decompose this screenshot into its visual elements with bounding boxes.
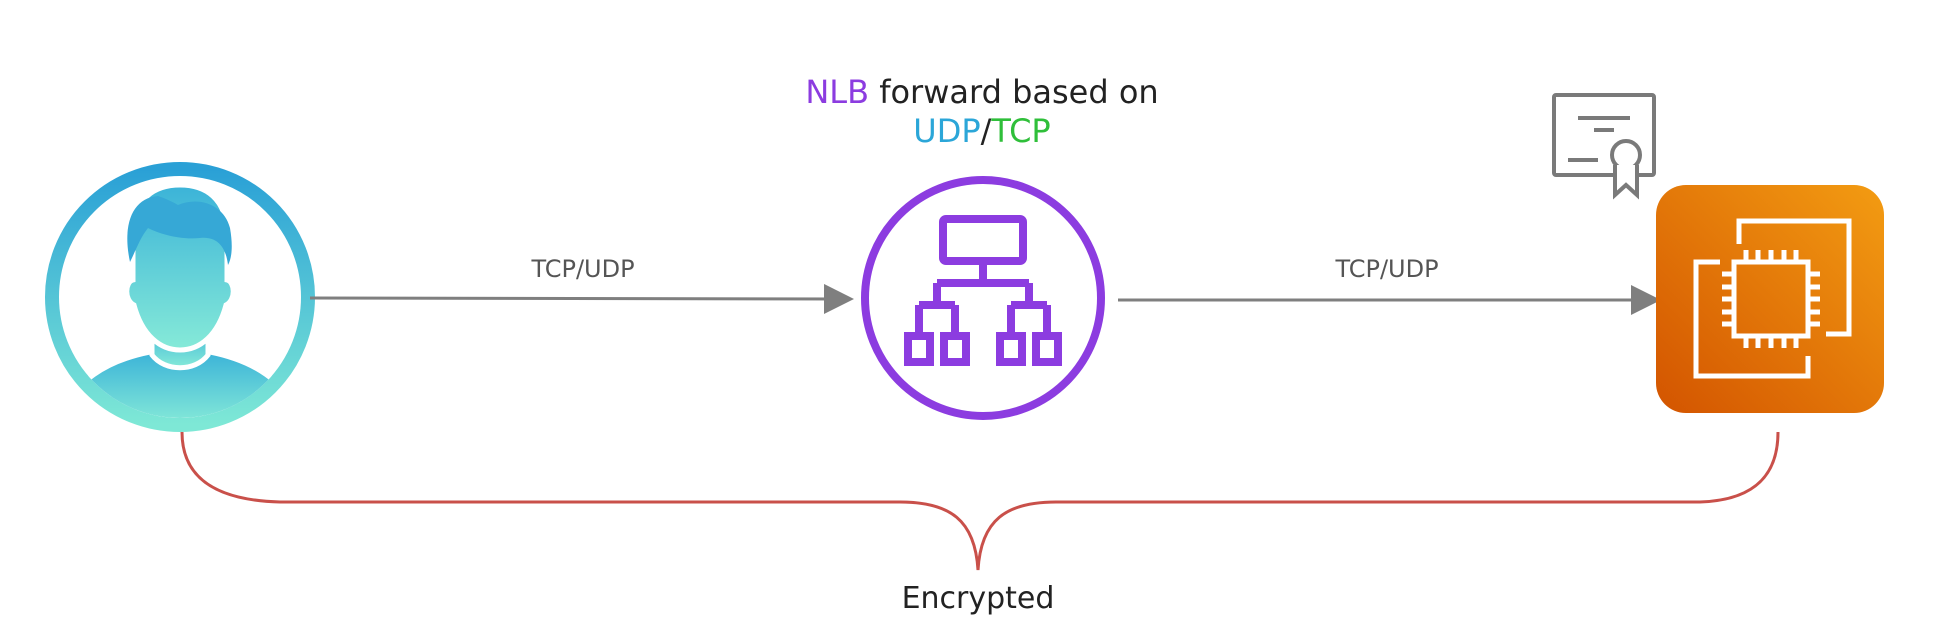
left-edge-label: TCP/UDP bbox=[530, 255, 634, 283]
client-to-nlb-arrow bbox=[309, 283, 854, 314]
certificate-icon bbox=[1552, 93, 1656, 200]
diagram-title-line2: UDP/TCP bbox=[913, 112, 1050, 150]
encrypted-brace bbox=[180, 431, 1780, 571]
network-load-balancer-icon bbox=[861, 176, 1105, 420]
title-nlb: NLB bbox=[805, 73, 869, 111]
ec2-instance-icon bbox=[1656, 185, 1884, 413]
diagram-title-line1: NLB forward based on bbox=[805, 73, 1158, 111]
title-tcp: TCP bbox=[990, 112, 1050, 150]
title-rest: forward based on bbox=[869, 73, 1159, 111]
title-slash: / bbox=[981, 112, 992, 150]
title-udp: UDP bbox=[913, 112, 980, 150]
user-icon bbox=[45, 162, 315, 432]
right-edge-label: TCP/UDP bbox=[1334, 255, 1438, 283]
encrypted-label: Encrypted bbox=[902, 581, 1055, 616]
